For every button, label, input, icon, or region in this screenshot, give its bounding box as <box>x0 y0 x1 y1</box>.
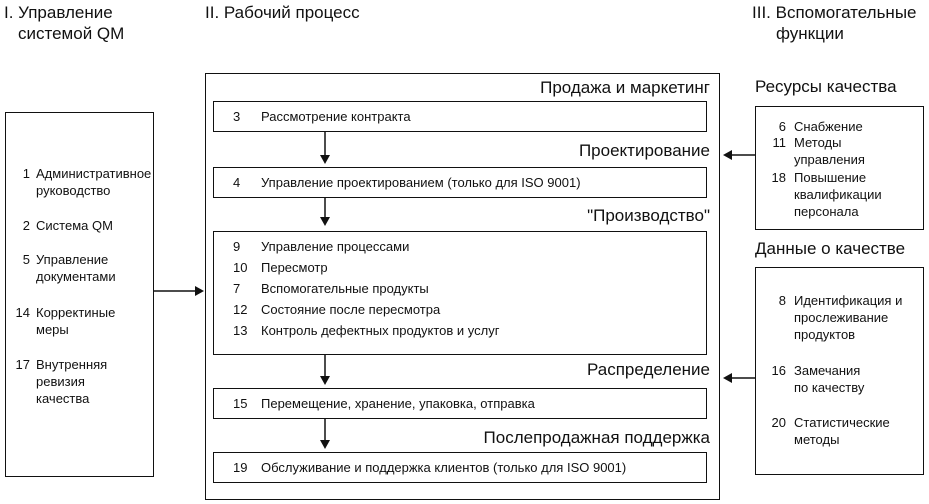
arrowhead <box>195 286 204 296</box>
left-item-number: 14 <box>15 305 30 320</box>
process-item-text: Управление проектированием (только для I… <box>261 175 581 190</box>
header-work-process: II. Рабочий процесс <box>205 3 360 22</box>
left-item-label: Система QM <box>36 217 113 234</box>
resource-item-line: персонала <box>794 204 859 219</box>
left-column-box <box>5 112 154 477</box>
resources-title: Ресурсы качества <box>755 77 897 96</box>
header-left-line-1: I. Управление <box>4 3 113 22</box>
quality-item-line: по качеству <box>794 380 865 395</box>
process-item-text: Управление процессами <box>261 239 410 254</box>
resource-item-number: 18 <box>771 170 786 185</box>
quality-item-number: 16 <box>771 363 786 378</box>
section-title-after-sales: Послепродажная поддержка <box>483 428 710 447</box>
quality-data-box <box>755 267 924 475</box>
resource-item-label: Методы управления <box>794 134 865 168</box>
section-box-production <box>213 231 707 355</box>
resource-item-number: 11 <box>772 135 787 150</box>
header-right-line-2: функции <box>776 24 844 43</box>
left-item-line: Корректиные <box>36 305 116 320</box>
resource-item-label: Повышение квалификации персонала <box>794 169 882 220</box>
header-quality-management: I. Управление системой QM <box>4 2 124 44</box>
arrowhead <box>320 376 330 385</box>
left-item-line: Внутренняя <box>36 357 108 372</box>
left-item-line: меры <box>36 322 69 337</box>
arrowhead <box>320 155 330 164</box>
process-item-text: Состояние после пересмотра <box>261 302 441 317</box>
left-item-label: Внутренняя ревизия качества <box>36 356 107 407</box>
resource-item-number: 6 <box>778 119 786 134</box>
production-items: 9 Управление процессами 10 Пересмотр 7 Вспо… <box>233 238 500 343</box>
left-item-number: 5 <box>22 252 30 267</box>
section-box-after-sales <box>213 452 707 483</box>
resource-item-label: Снабжение <box>794 119 863 134</box>
process-item-number: 7 <box>233 281 241 296</box>
process-item: 3 Рассмотрение контракта <box>233 108 411 125</box>
process-item-number: 4 <box>233 175 241 190</box>
header-right-line-1: III. Вспомогательные <box>752 3 917 22</box>
quality-item-number: 20 <box>771 415 786 430</box>
left-item-number: 17 <box>15 357 30 372</box>
left-item-label: Административное руководство <box>36 165 151 199</box>
process-item-text: Обслуживание и поддержка клиентов (тольк… <box>261 460 627 475</box>
process-item-number: 15 <box>233 396 248 411</box>
arrowhead <box>320 440 330 449</box>
arrowhead <box>320 217 330 226</box>
left-item-line: Управление <box>36 252 109 267</box>
left-item-line: ревизия <box>36 374 85 389</box>
section-box-design <box>213 167 707 198</box>
arrowhead <box>723 373 732 383</box>
quality-item-line: прослеживание <box>794 310 889 325</box>
resource-item-line: управления <box>794 152 865 167</box>
quality-item-line: Идентификация и <box>794 293 903 308</box>
process-item-text: Рассмотрение контракта <box>261 109 411 124</box>
section-title-distribution: Распределение <box>587 360 710 379</box>
process-item: 4 Управление проектированием (только для … <box>233 174 581 191</box>
quality-item-label: Замечания по качеству <box>794 362 864 396</box>
process-item: 19 Обслуживание и поддержка клиентов (тол… <box>233 459 626 476</box>
left-item-line: документами <box>36 269 116 284</box>
section-title-design: Проектирование <box>578 141 710 160</box>
left-item-label: Корректиные меры <box>36 304 115 338</box>
quality-item-label: Статистические методы <box>794 414 890 448</box>
process-item: 15 Перемещение, хранение, упаковка, отпра… <box>233 395 535 412</box>
process-item-number: 10 <box>233 260 248 275</box>
quality-item-line: продуктов <box>794 327 856 342</box>
quality-item-number: 8 <box>778 293 786 308</box>
resource-item-line: квалификации <box>794 187 882 202</box>
process-item-number: 19 <box>233 460 248 475</box>
process-item-text: Вспомогательные продукты <box>261 281 429 296</box>
left-item-line: качества <box>36 391 90 406</box>
section-title-sales-marketing: Продажа и маркетинг <box>540 78 710 97</box>
left-item-label: Управление документами <box>36 251 116 285</box>
header-support-functions: III. Вспомогательные функции <box>752 2 917 44</box>
left-item-number: 2 <box>22 218 30 233</box>
quality-item-label: Идентификация и прослеживание продуктов <box>794 292 902 343</box>
resource-item-line: Повышение <box>794 170 867 185</box>
process-item-number: 13 <box>233 323 248 338</box>
quality-item-line: Замечания <box>794 363 861 378</box>
quality-data-title: Данные о качестве <box>755 239 906 258</box>
left-item-line: Система QM <box>36 218 113 233</box>
section-box-sales-marketing <box>213 101 707 132</box>
left-item-line: Административное <box>36 166 152 181</box>
process-item-text: Пересмотр <box>261 260 328 275</box>
process-item-text: Контроль дефектных продуктов и услуг <box>261 323 500 338</box>
process-item-number: 3 <box>233 109 241 124</box>
process-item-text: Перемещение, хранение, упаковка, отправк… <box>261 396 535 411</box>
resources-box <box>755 106 924 230</box>
left-item-number: 1 <box>22 166 30 181</box>
left-item-line: руководство <box>36 183 111 198</box>
section-box-distribution <box>213 388 707 419</box>
quality-item-line: методы <box>794 432 840 447</box>
resource-item-line: Методы <box>794 135 842 150</box>
section-title-production: "Производство" <box>587 206 710 225</box>
process-item-number: 12 <box>233 302 248 317</box>
process-frame <box>205 73 720 500</box>
quality-item-line: Статистические <box>794 415 890 430</box>
arrowhead <box>723 150 732 160</box>
header-left-line-2: системой QM <box>18 24 125 43</box>
process-item-number: 9 <box>233 239 241 254</box>
